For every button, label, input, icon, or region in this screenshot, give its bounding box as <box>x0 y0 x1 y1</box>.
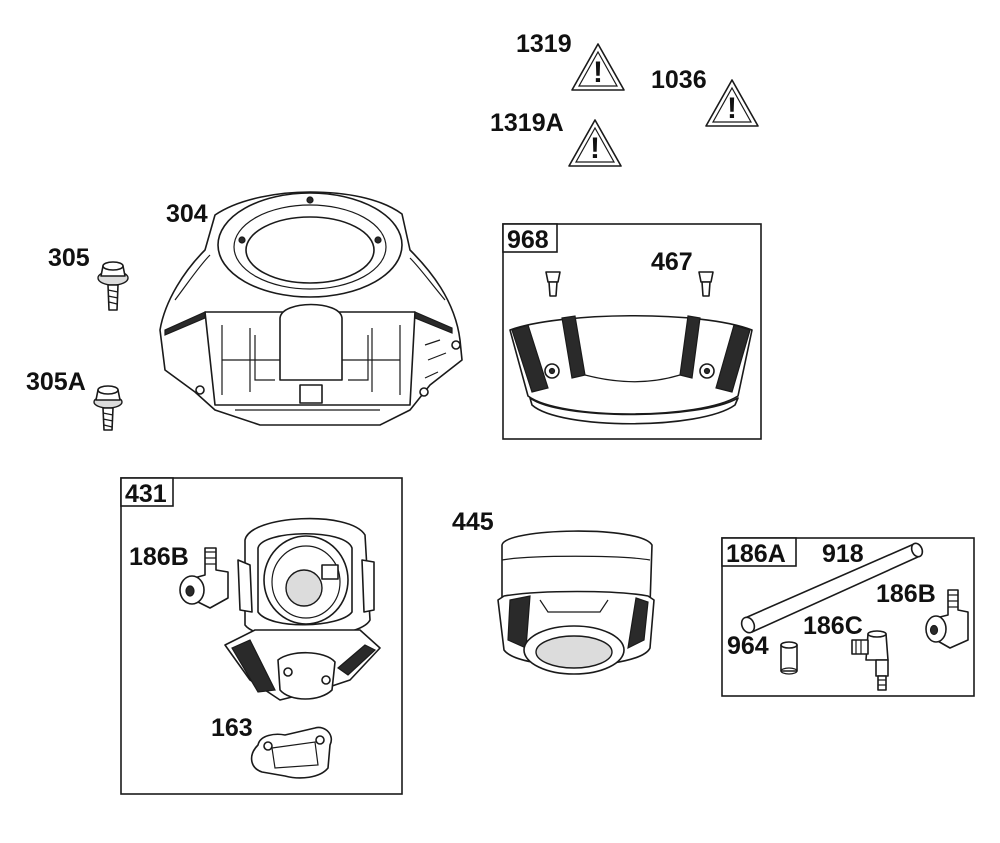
callout-305a: 305A <box>26 368 86 396</box>
callout-918: 918 <box>822 540 864 568</box>
callout-186b-left: 186B <box>129 543 189 571</box>
fastener-467-right[interactable] <box>698 271 714 297</box>
kit-186a-frame <box>721 537 975 697</box>
gasket-163[interactable] <box>250 726 333 779</box>
callout-1319: 1319 <box>516 30 572 58</box>
breather-tube-918[interactable] <box>739 542 924 635</box>
fastener-467-left[interactable] <box>545 271 561 297</box>
warning-label-1319a[interactable]: ! <box>568 119 622 167</box>
callout-1036: 1036 <box>651 66 707 94</box>
breather-fitting-186b-left[interactable] <box>179 547 229 609</box>
tee-fitting-186c[interactable] <box>851 630 889 691</box>
callout-163: 163 <box>211 714 253 742</box>
kit-431-tag <box>120 477 174 507</box>
callout-186c: 186C <box>803 612 863 640</box>
warning-label-1036[interactable]: ! <box>705 79 759 127</box>
kit-968-label: 968 <box>507 226 549 254</box>
kit-968-tag <box>502 223 558 253</box>
callout-186b-right: 186B <box>876 580 936 608</box>
warning-icon: ! <box>727 92 737 125</box>
callout-467: 467 <box>651 248 693 276</box>
callout-304: 304 <box>166 200 208 228</box>
air-cleaner-cover[interactable] <box>509 314 753 425</box>
warning-icon: ! <box>590 132 600 165</box>
kit-431-frame <box>120 477 403 795</box>
hose-964[interactable] <box>780 641 798 675</box>
screw-305a[interactable] <box>93 385 123 431</box>
kit-431-label: 431 <box>125 480 167 508</box>
callout-1319a: 1319A <box>490 109 564 137</box>
callout-305: 305 <box>48 244 90 272</box>
screw-305[interactable] <box>97 261 129 311</box>
blower-housing-304[interactable] <box>159 191 463 426</box>
warning-icon: ! <box>593 56 603 89</box>
warning-label-1319[interactable]: ! <box>571 43 625 91</box>
callout-964: 964 <box>727 632 769 660</box>
air-filter-445[interactable] <box>497 530 655 675</box>
breather-fitting-186b-right[interactable] <box>925 589 969 649</box>
callout-445: 445 <box>452 508 494 536</box>
air-cleaner-base[interactable] <box>224 517 381 701</box>
kit-186a-label: 186A <box>726 540 786 568</box>
kit-968-frame <box>502 223 762 440</box>
kit-186a-tag <box>721 537 797 567</box>
